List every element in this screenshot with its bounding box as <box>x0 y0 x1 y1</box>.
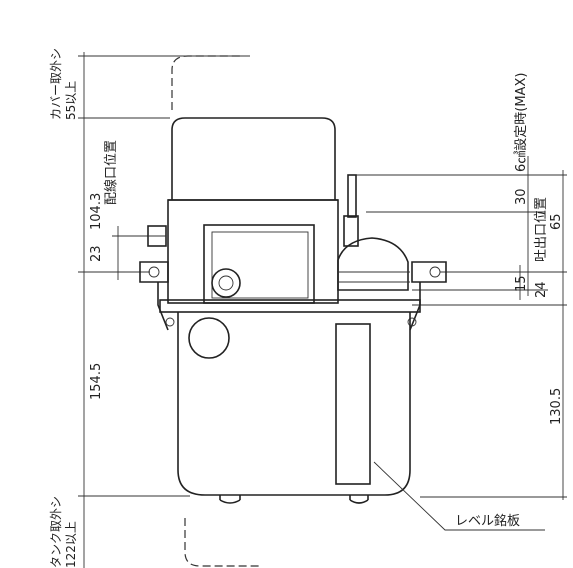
tank-cap <box>188 317 230 359</box>
outlet-fitting <box>343 215 359 247</box>
sight-glass <box>211 268 241 298</box>
right-dimension-lines <box>352 156 567 500</box>
level-plate-label: レベル銘板 <box>455 514 520 529</box>
tank-removal-label: タンク取外シ <box>49 496 63 568</box>
left-flange <box>139 261 169 283</box>
level-plate-leader <box>373 461 545 531</box>
cover <box>171 117 336 200</box>
dim-24: 24 <box>534 281 549 298</box>
right-flange <box>411 261 447 283</box>
tank-min-label: 122以上 <box>64 521 78 568</box>
dim-15: 15 <box>514 275 529 292</box>
dim-30: 30 <box>514 188 529 205</box>
tank-removal-outline <box>184 518 260 567</box>
six-cc-max-label: 6㎤設定時(MAX) <box>513 73 529 172</box>
outlet-position-label: 吐出口位置 <box>534 197 549 262</box>
dim-104-3: 104.3 <box>89 193 104 230</box>
wiring-position-label: 配線口位置 <box>103 140 119 205</box>
cover-removal-label: カバー取外シ <box>49 48 63 120</box>
lubricator-body <box>139 117 447 504</box>
dim-23: 23 <box>89 245 104 262</box>
tank <box>177 312 411 496</box>
cover-min-label: 55以上 <box>64 81 78 120</box>
dim-65: 65 <box>549 213 564 230</box>
level-plate <box>335 323 371 485</box>
dim-130-5: 130.5 <box>549 388 564 425</box>
cover-removal-outline <box>171 55 240 110</box>
upper-housing <box>167 199 339 304</box>
window-frame <box>203 224 315 304</box>
left-dimension-lines <box>78 52 250 568</box>
dim-154-5: 154.5 <box>89 363 104 400</box>
pump-head <box>337 237 409 291</box>
